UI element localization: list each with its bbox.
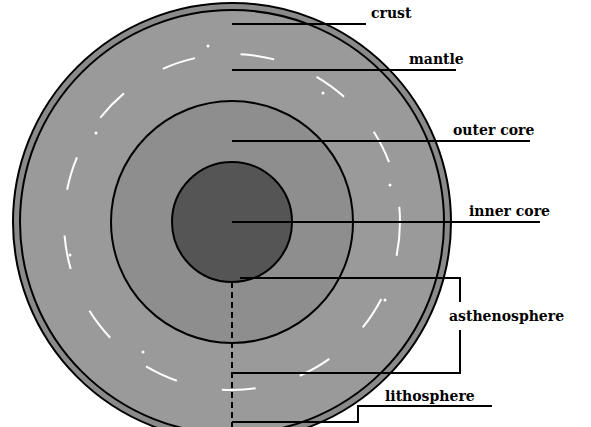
layer-label: inner core (468, 204, 551, 218)
leader-lines (232, 24, 540, 422)
crust-ring (13, 3, 451, 427)
bracket-line (240, 278, 460, 302)
layer-label: crust (370, 6, 412, 20)
leader-line (232, 221, 540, 223)
mantle-dots (69, 45, 392, 354)
layer-label: lithosphere (384, 389, 476, 403)
radius-dashed-line (231, 282, 233, 427)
layer-label: outer core (452, 123, 535, 137)
bracket-line (232, 330, 460, 373)
bracket-line (232, 406, 492, 422)
leader-line (232, 140, 530, 142)
leader-line (232, 23, 366, 25)
layer-label: asthenosphere (448, 309, 565, 323)
layer-label: mantle (408, 52, 465, 66)
leader-line (232, 69, 456, 71)
mantle-layer (20, 10, 444, 427)
